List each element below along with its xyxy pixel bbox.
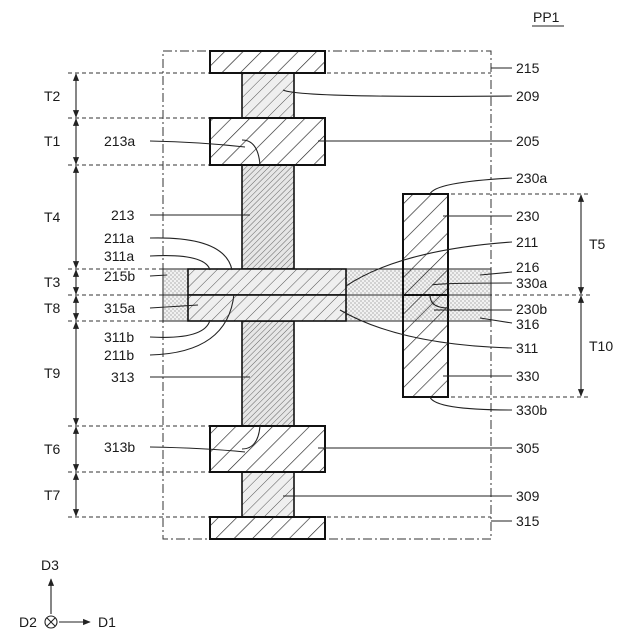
dim-T7: T7: [44, 487, 61, 503]
label-305: 305: [516, 440, 540, 456]
label-311b: 311b: [104, 329, 134, 345]
block-205: [210, 118, 325, 165]
label-213a: 213a: [104, 133, 135, 149]
label-205: 205: [516, 133, 540, 149]
label-330: 330: [516, 368, 540, 384]
axis-indicator: D3 D2 D1: [19, 557, 116, 630]
label-311a: 311a: [104, 248, 134, 264]
pillar-230: [403, 194, 448, 295]
layer-315a: [163, 295, 188, 321]
label-313b: 313b: [104, 439, 135, 455]
pillar-313: [242, 321, 294, 426]
label-311: 311: [516, 340, 539, 356]
label-209: 209: [516, 88, 540, 104]
pillar-209: [242, 73, 294, 118]
bar-211: [188, 269, 346, 295]
label-315: 315: [516, 513, 540, 529]
block-bottom-315: [210, 517, 325, 539]
bar-311: [188, 295, 346, 321]
block-305: [210, 426, 325, 472]
label-211b: 211b: [104, 347, 134, 363]
pillar-213: [242, 165, 294, 269]
label-213: 213: [111, 207, 135, 223]
dim-T10: T10: [589, 338, 613, 354]
label-330a: 330a: [516, 275, 547, 291]
label-230: 230: [516, 208, 540, 224]
dim-T2: T2: [44, 88, 61, 104]
label-230b: 230b: [516, 301, 547, 317]
dim-T9: T9: [44, 365, 61, 381]
dim-T8: T8: [44, 300, 61, 316]
label-211a: 211a: [104, 230, 134, 246]
layer-215b: [163, 269, 188, 295]
label-316: 316: [516, 316, 540, 332]
label-216: 216: [516, 259, 540, 275]
dim-T5: T5: [589, 236, 606, 252]
label-313: 313: [111, 369, 135, 385]
dim-T1: T1: [44, 133, 61, 149]
label-309: 309: [516, 488, 540, 504]
dim-T3: T3: [44, 274, 61, 290]
axis-d3: D3: [41, 557, 59, 573]
label-315a: 315a: [104, 300, 135, 316]
dim-T4: T4: [44, 209, 61, 225]
label-211: 211: [516, 234, 539, 250]
figure-label: PP1: [533, 9, 560, 25]
label-215: 215: [516, 60, 540, 76]
axis-d2: D2: [19, 614, 37, 630]
label-215b: 215b: [104, 268, 135, 284]
axis-d1: D1: [98, 614, 116, 630]
block-top-215: [210, 51, 325, 73]
label-230a: 230a: [516, 170, 547, 186]
dim-T6: T6: [44, 441, 61, 457]
label-330b: 330b: [516, 402, 547, 418]
pillar-309: [242, 472, 294, 517]
